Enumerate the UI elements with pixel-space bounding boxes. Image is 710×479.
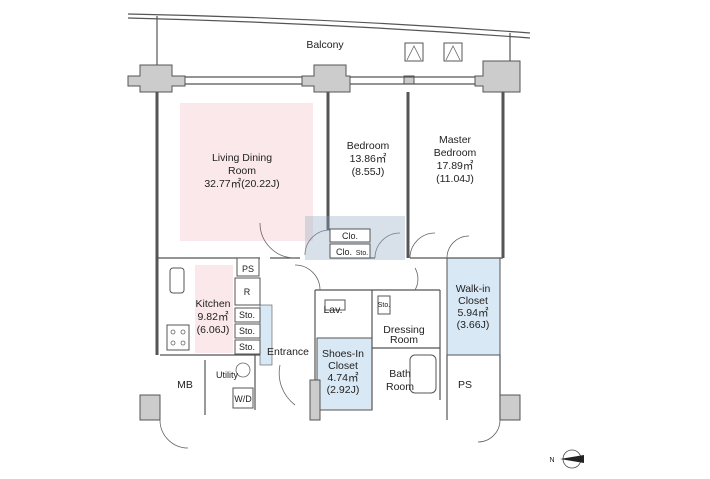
ps-label: PS	[242, 264, 254, 274]
balcony-label: Balcony	[306, 39, 344, 51]
kitchen-area	[195, 265, 233, 353]
shoes-closet-area	[316, 337, 373, 411]
master-bedroom-label: Master	[439, 134, 472, 146]
bedroom-jo-label: (8.55J)	[352, 166, 385, 178]
closet-block	[305, 216, 405, 260]
master-bedroom-area-label: 17.89㎡	[437, 160, 474, 172]
lavatory-label: Lav.	[323, 304, 342, 316]
ps-label: PS	[458, 379, 472, 391]
utility-label: Utility	[216, 370, 238, 380]
closet-label: Clo.	[336, 247, 352, 257]
doors	[159, 222, 501, 449]
walls	[139, 92, 521, 421]
shoes-closet-label: Closet	[328, 360, 358, 372]
bedroom-label: Bedroom	[347, 140, 390, 152]
balcony-railing	[127, 13, 531, 68]
fridge-label: R	[244, 287, 251, 297]
master-bedroom-jo-label: (11.04J)	[436, 173, 474, 185]
living-room-label: Living Dining	[212, 152, 272, 164]
shoes-closet-label: Shoes-In	[322, 348, 364, 360]
closet-label: Clo.	[342, 231, 358, 241]
living-room-area-label: 32.77㎡(20.22J)	[204, 178, 279, 190]
dressing-room-label: Dressing	[383, 324, 425, 336]
bath-room-label: Bath	[389, 368, 411, 380]
walk-in-closet-label: Walk-in	[456, 283, 491, 295]
walk-in-closet-label: Closet	[458, 295, 488, 307]
kitchen-jo-label: (6.06J)	[197, 324, 230, 336]
windows	[185, 76, 475, 85]
entrance-label: Entrance	[267, 346, 309, 358]
living-room-area	[180, 103, 313, 241]
walk-in-closet-jo-label: (3.66J)	[457, 319, 490, 331]
bedroom-area-label: 13.86㎡	[350, 153, 387, 165]
walk-in-closet-area-label: 5.94㎡	[458, 307, 489, 319]
storage-label: Sto.	[239, 342, 255, 352]
kitchen-fixtures	[166, 257, 437, 409]
mb-label: MB	[177, 379, 193, 391]
master-bedroom-label: Bedroom	[434, 147, 477, 159]
storage-label: Sto.	[239, 310, 255, 320]
living-room-label: Room	[228, 165, 256, 177]
storage-label: Sto.	[356, 250, 369, 257]
structural-pillars	[127, 60, 521, 93]
aircon-unit-icon	[404, 42, 463, 62]
compass-north-label: N	[549, 457, 554, 464]
bath-room-label: Room	[386, 381, 414, 393]
dressing-room-label: Room	[390, 334, 418, 346]
storage-label: Sto.	[378, 302, 391, 309]
washer-dryer-label: W/D	[234, 394, 252, 404]
compass-icon	[560, 449, 584, 469]
storage-label: Sto.	[239, 326, 255, 336]
shoes-closet-area-label: 4.74㎡	[328, 372, 359, 384]
shoes-closet-jo-label: (2.92J)	[327, 384, 360, 396]
kitchen-area-label: 9.82㎡	[198, 311, 229, 323]
kitchen-label: Kitchen	[195, 298, 230, 310]
